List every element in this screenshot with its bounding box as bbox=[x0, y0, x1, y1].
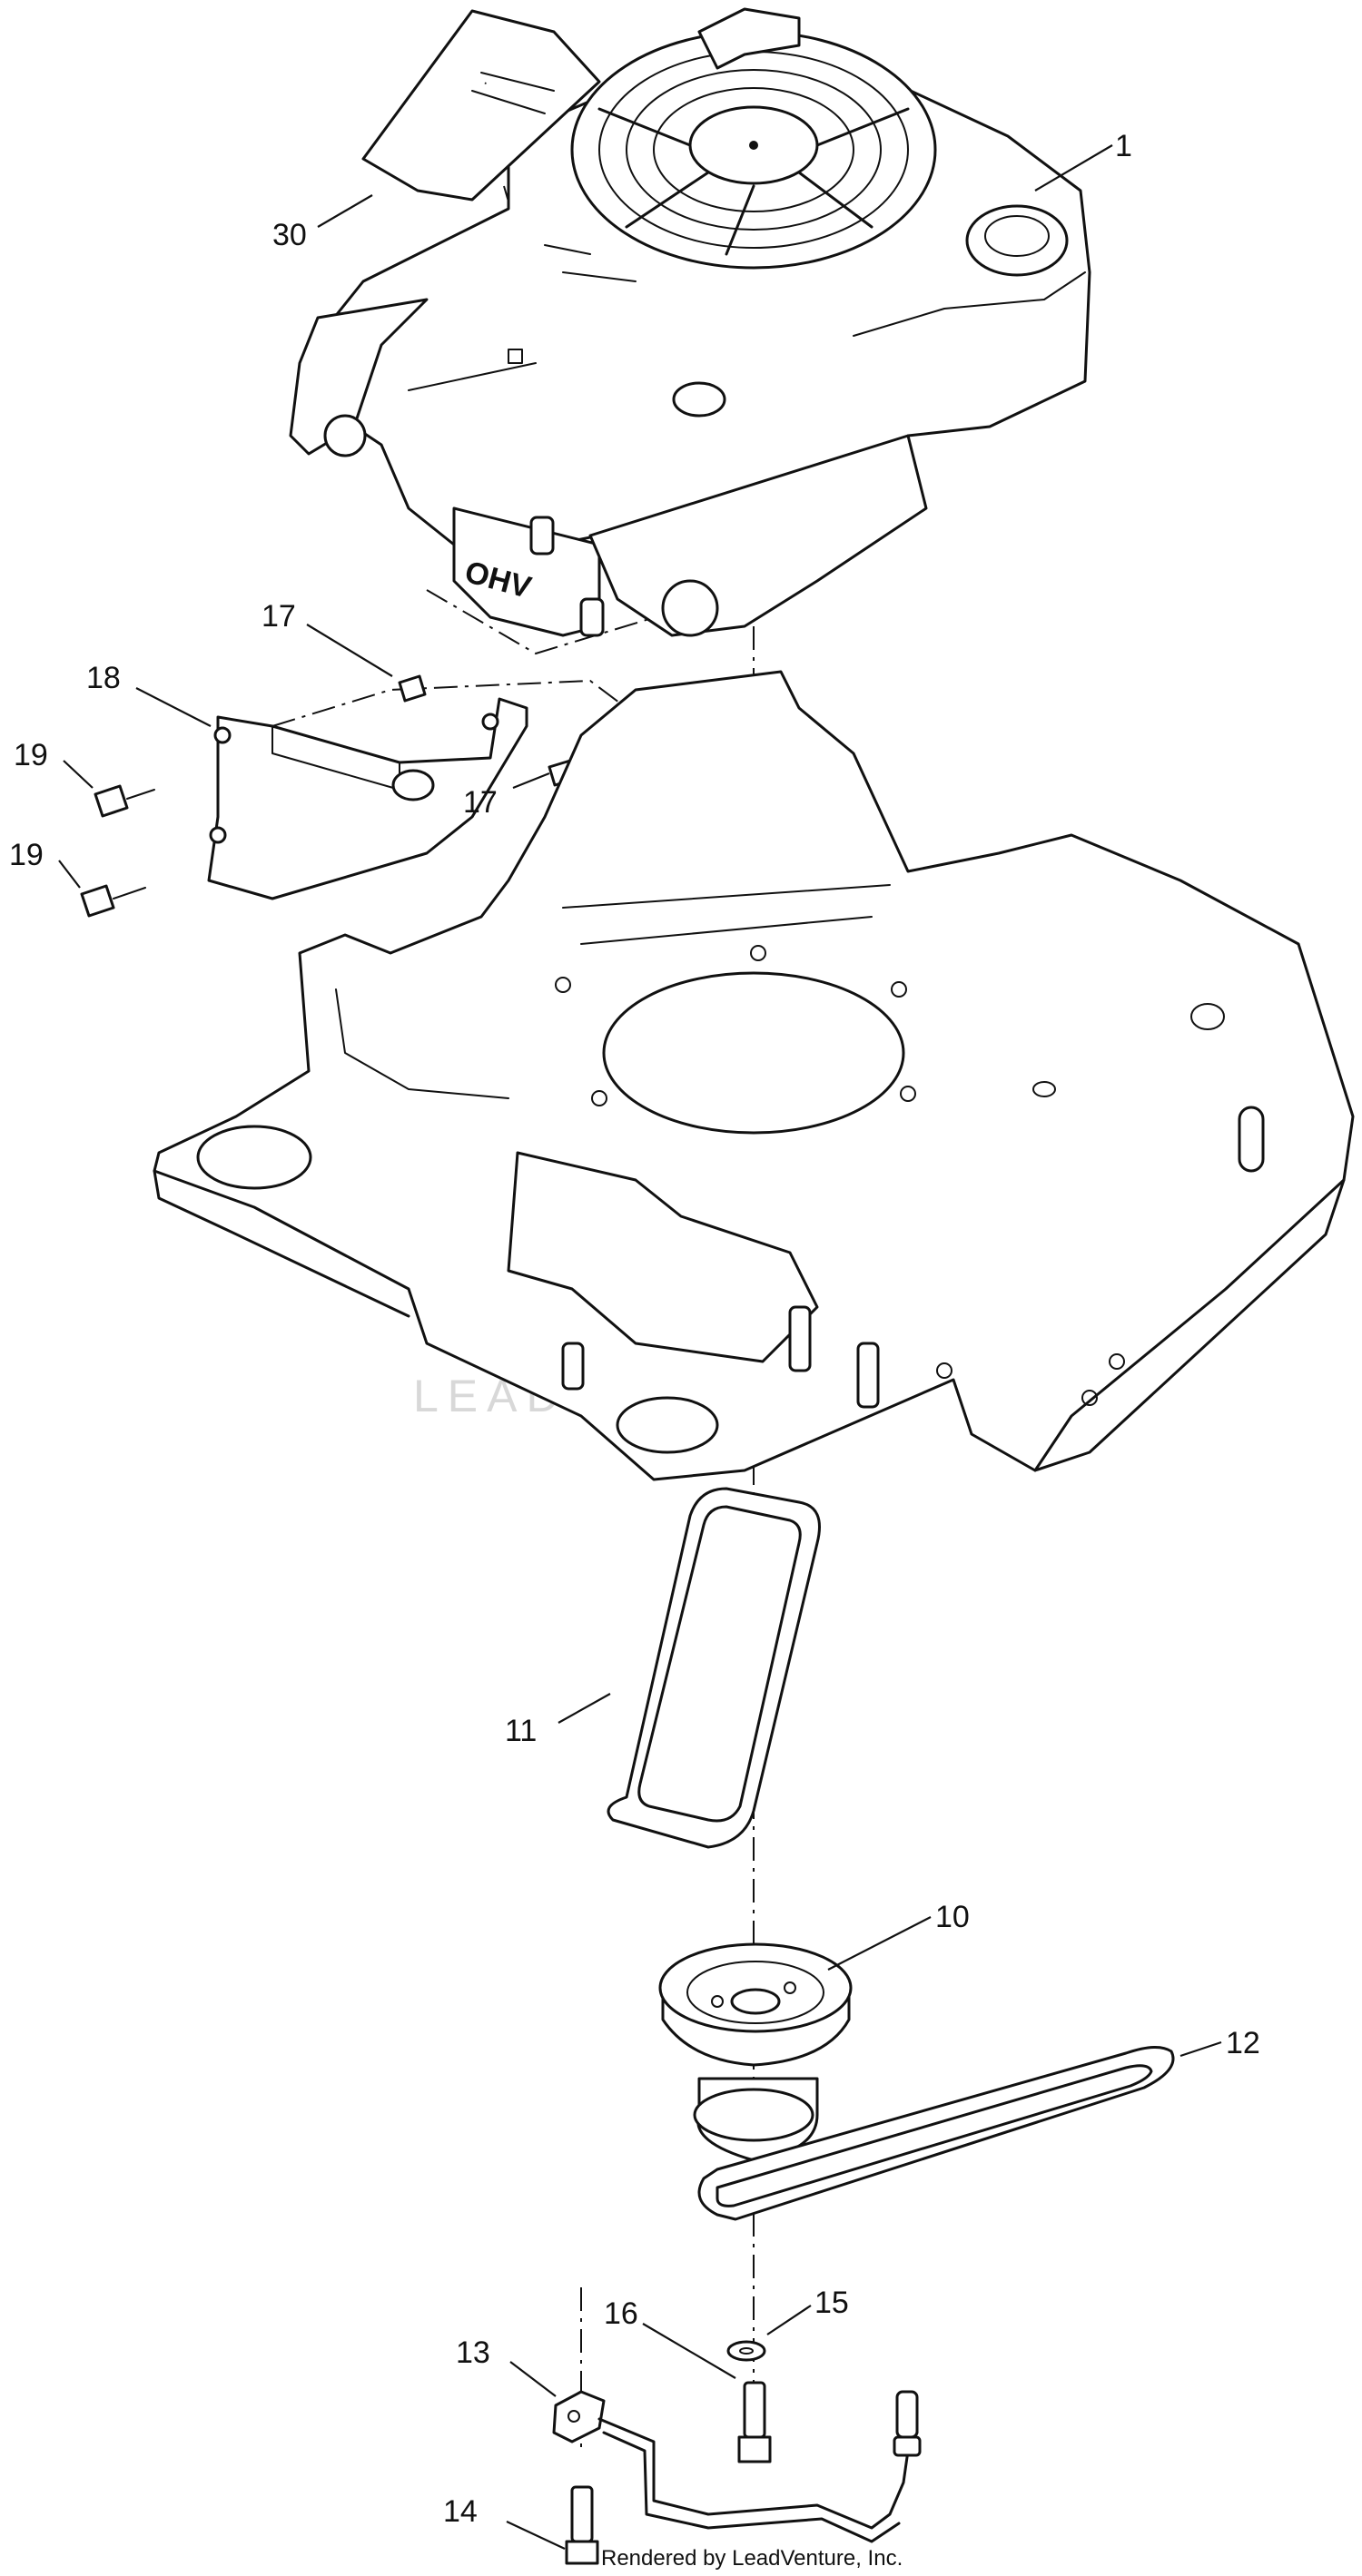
callout-screw-upper: 19 bbox=[14, 738, 48, 772]
bolt-14 bbox=[565, 2485, 599, 2565]
callout-pulley: 10 bbox=[935, 1900, 970, 1934]
screw-upper-19 bbox=[94, 784, 155, 818]
pulley bbox=[658, 1942, 853, 2162]
bolt-upper-17 bbox=[398, 674, 427, 703]
callout-bolt-bottom: 14 bbox=[443, 2494, 478, 2529]
tube-bracket bbox=[552, 2390, 922, 2543]
svg-text:.: . bbox=[482, 70, 491, 89]
screw-lower-19 bbox=[80, 884, 146, 918]
mounting-bracket bbox=[207, 697, 528, 900]
callout-tube-bracket: 13 bbox=[456, 2335, 490, 2370]
callout-engine: 1 bbox=[1115, 129, 1132, 163]
callout-screw-lower: 19 bbox=[9, 838, 44, 872]
bolt-16 bbox=[737, 2381, 772, 2463]
belt-long bbox=[697, 2046, 1175, 2221]
callout-belt-small: 11 bbox=[505, 1714, 537, 1748]
callout-bolt-lower: 17 bbox=[463, 785, 498, 820]
callout-belt-long: 12 bbox=[1226, 2026, 1260, 2060]
chassis-frame bbox=[153, 670, 1355, 1481]
callout-bolt-pulley: 16 bbox=[604, 2296, 638, 2331]
leader-lines bbox=[58, 144, 1222, 2550]
callout-bracket: 18 bbox=[86, 661, 121, 695]
engine: OHV bbox=[289, 7, 1091, 637]
decal: . bbox=[361, 9, 601, 202]
belt-small bbox=[607, 1487, 821, 1849]
callout-labels: 1 30 17 17 18 19 19 11 10 12 15 16 13 14 bbox=[9, 129, 1260, 2529]
callout-decal: 30 bbox=[272, 218, 307, 252]
callout-bolt-upper: 17 bbox=[262, 599, 296, 634]
callout-washer: 15 bbox=[814, 2286, 849, 2320]
footer-credit: Rendered by LeadVenture, Inc. bbox=[601, 2546, 903, 2571]
washer bbox=[726, 2340, 766, 2362]
